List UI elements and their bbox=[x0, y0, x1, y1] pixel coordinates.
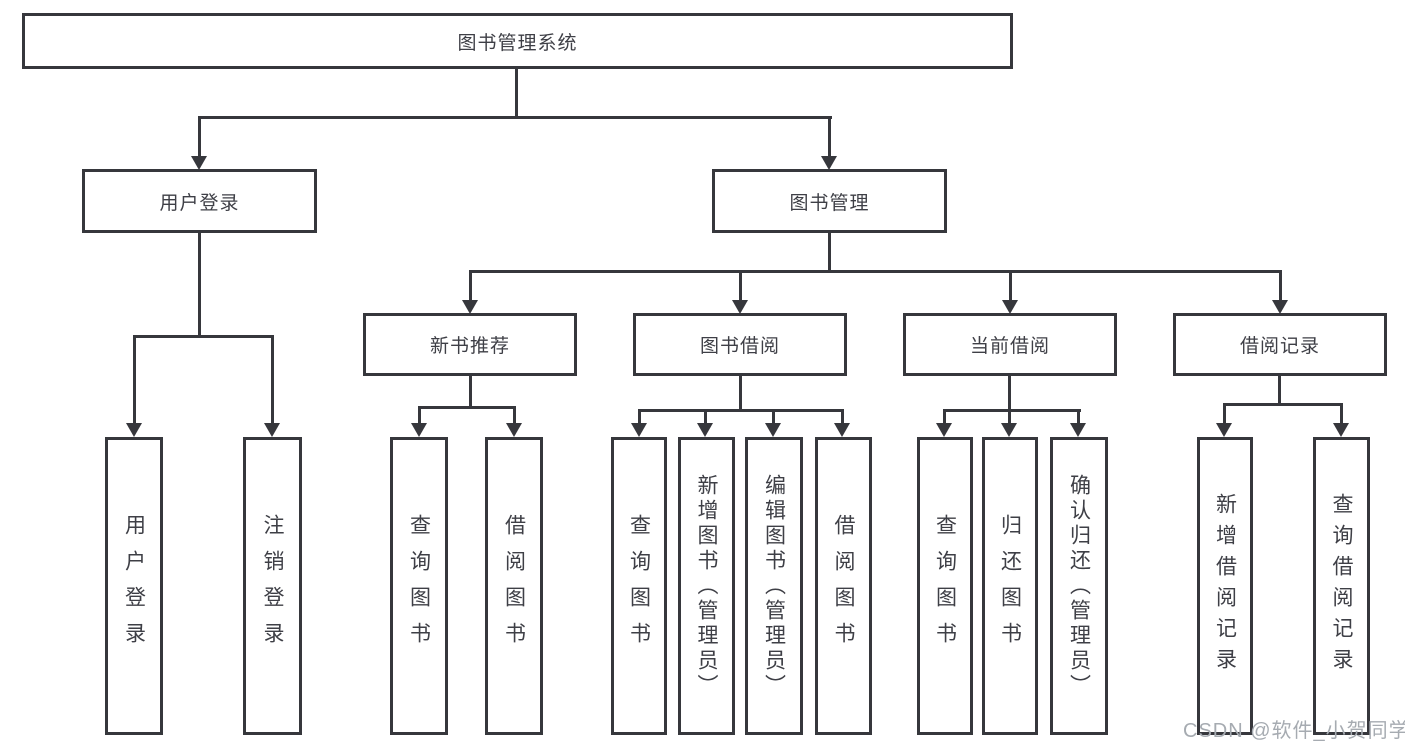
arrowhead-down-icon bbox=[411, 423, 427, 437]
connector-line bbox=[1008, 376, 1011, 412]
node-leaf-borrow-books-borrowing: 借阅图书 bbox=[815, 437, 872, 735]
node-leaf-confirm-return-admin: 确认归还（管理员） bbox=[1050, 437, 1108, 735]
connector-line bbox=[418, 406, 421, 425]
node-leaf-query-borrow-record-label: 查询借阅记录 bbox=[1330, 493, 1353, 679]
node-borrowing-records: 借阅记录 bbox=[1173, 313, 1387, 376]
arrowhead-down-icon bbox=[191, 156, 207, 170]
node-leaf-return-book-label: 归还图书 bbox=[998, 514, 1022, 658]
connector-line bbox=[1223, 403, 1226, 425]
arrowhead-down-icon bbox=[732, 300, 748, 314]
node-leaf-query-borrow-record: 查询借阅记录 bbox=[1313, 437, 1370, 735]
node-borrowing-records-label: 借阅记录 bbox=[1239, 336, 1320, 357]
connector-line bbox=[739, 270, 742, 302]
node-book-management-label: 图书管理 bbox=[789, 192, 870, 214]
node-leaf-borrow-books-recommend: 借阅图书 bbox=[485, 437, 543, 735]
node-current-borrowing-label: 当前借阅 bbox=[969, 336, 1050, 357]
connector-line bbox=[1340, 403, 1343, 425]
connector-line bbox=[418, 406, 516, 409]
node-leaf-return-book: 归还图书 bbox=[982, 437, 1038, 735]
connector-line bbox=[133, 335, 274, 338]
connector-line bbox=[513, 406, 516, 425]
arrowhead-down-icon bbox=[1333, 423, 1349, 437]
arrowhead-down-icon bbox=[1272, 300, 1288, 314]
connector-line bbox=[704, 409, 707, 425]
node-leaf-query-books-current: 查询图书 bbox=[917, 437, 973, 735]
connector-line bbox=[271, 335, 274, 425]
connector-line bbox=[515, 69, 518, 119]
connector-line bbox=[1278, 376, 1281, 406]
node-new-book-recommend: 新书推荐 bbox=[363, 313, 577, 376]
node-book-management: 图书管理 bbox=[712, 169, 947, 233]
connector-line bbox=[841, 409, 844, 425]
connector-line bbox=[828, 233, 831, 273]
csdn-watermark: CSDN @软件_小贺同学 bbox=[1183, 720, 1405, 742]
connector-line bbox=[1279, 270, 1282, 302]
arrowhead-down-icon bbox=[126, 423, 142, 437]
node-leaf-edit-book-admin-label: 编辑图书（管理员） bbox=[762, 473, 786, 699]
arrowhead-down-icon bbox=[631, 423, 647, 437]
connector-line bbox=[1008, 409, 1011, 425]
connector-line bbox=[1009, 270, 1012, 302]
node-leaf-query-books-recommend-label: 查询图书 bbox=[407, 514, 431, 658]
connector-line bbox=[739, 376, 742, 412]
node-leaf-query-books-borrowing: 查询图书 bbox=[611, 437, 667, 735]
node-leaf-borrow-books-borrowing-label: 借阅图书 bbox=[832, 514, 855, 658]
node-new-book-recommend-label: 新书推荐 bbox=[429, 336, 510, 357]
connector-line bbox=[469, 270, 1282, 273]
connector-line bbox=[1077, 409, 1080, 425]
node-leaf-add-borrow-record: 新增借阅记录 bbox=[1197, 437, 1253, 735]
node-leaf-query-books-borrowing-label: 查询图书 bbox=[627, 514, 651, 658]
arrowhead-down-icon bbox=[834, 423, 850, 437]
node-leaf-add-book-admin: 新增图书（管理员） bbox=[678, 437, 735, 735]
node-leaf-user-login-label: 用户登录 bbox=[122, 514, 146, 658]
connector-line bbox=[943, 409, 946, 425]
connector-line bbox=[469, 376, 472, 409]
node-root-label: 图书管理系统 bbox=[457, 32, 578, 54]
connector-line bbox=[1223, 403, 1343, 406]
node-current-borrowing: 当前借阅 bbox=[903, 313, 1117, 376]
node-leaf-query-books-current-label: 查询图书 bbox=[933, 514, 957, 658]
node-leaf-add-borrow-record-label: 新增借阅记录 bbox=[1213, 493, 1237, 679]
connector-line bbox=[943, 409, 1081, 412]
arrowhead-down-icon bbox=[821, 156, 837, 170]
connector-line bbox=[198, 116, 832, 119]
node-leaf-borrow-books-recommend-label: 借阅图书 bbox=[502, 514, 526, 658]
connector-line bbox=[772, 409, 775, 425]
arrowhead-down-icon bbox=[1216, 423, 1232, 437]
arrowhead-down-icon bbox=[1001, 423, 1017, 437]
node-book-borrowing-label: 图书借阅 bbox=[699, 336, 780, 357]
node-leaf-add-book-admin-label: 新增图书（管理员） bbox=[695, 473, 718, 699]
node-leaf-query-books-recommend: 查询图书 bbox=[390, 437, 448, 735]
node-book-borrowing: 图书借阅 bbox=[633, 313, 847, 376]
arrowhead-down-icon bbox=[264, 423, 280, 437]
node-leaf-edit-book-admin: 编辑图书（管理员） bbox=[745, 437, 803, 735]
node-root: 图书管理系统 bbox=[22, 13, 1013, 69]
arrowhead-down-icon bbox=[506, 423, 522, 437]
node-leaf-confirm-return-admin-label: 确认归还（管理员） bbox=[1067, 473, 1091, 699]
arrowhead-down-icon bbox=[697, 423, 713, 437]
connector-line bbox=[638, 409, 641, 425]
connector-line bbox=[828, 116, 831, 158]
node-user-login-label: 用户登录 bbox=[159, 192, 240, 214]
node-leaf-user-login: 用户登录 bbox=[105, 437, 163, 735]
connector-line bbox=[198, 233, 201, 338]
connector-line bbox=[638, 409, 844, 412]
arrowhead-down-icon bbox=[462, 300, 478, 314]
node-user-login: 用户登录 bbox=[82, 169, 317, 233]
arrowhead-down-icon bbox=[936, 423, 952, 437]
node-leaf-logout-label: 注销登录 bbox=[261, 514, 284, 658]
connector-line bbox=[469, 270, 472, 302]
arrowhead-down-icon bbox=[1002, 300, 1018, 314]
arrowhead-down-icon bbox=[1070, 423, 1086, 437]
node-leaf-logout: 注销登录 bbox=[243, 437, 302, 735]
connector-line bbox=[198, 116, 201, 158]
arrowhead-down-icon bbox=[765, 423, 781, 437]
connector-line bbox=[133, 335, 136, 425]
